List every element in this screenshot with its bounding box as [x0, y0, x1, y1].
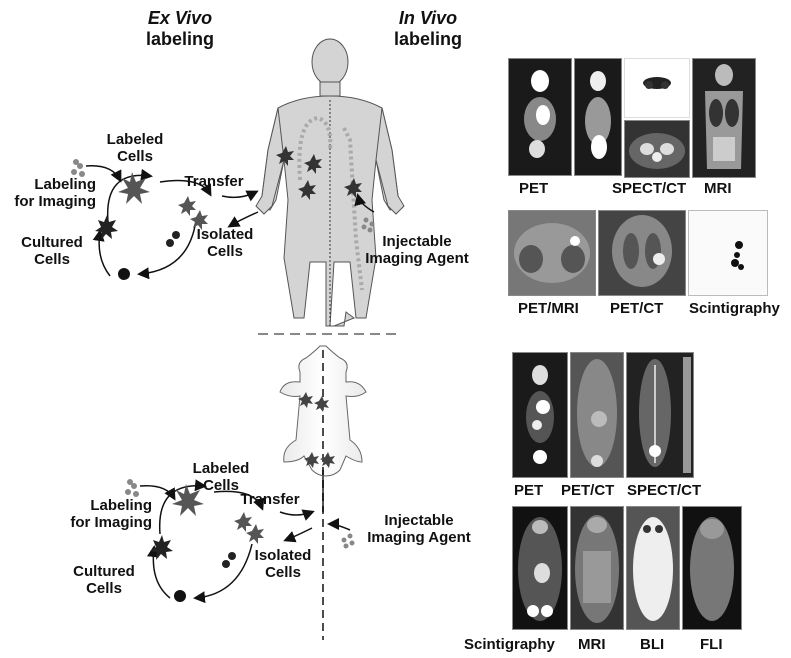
human-body-cells: [276, 146, 362, 200]
human-labeled-cells-label: Labeled Cells: [100, 131, 170, 165]
human-caption-scintigraphy: Scintigraphy: [689, 300, 780, 317]
human-isolated-line2: Cells: [207, 243, 243, 260]
mouse-body-cells: [298, 392, 335, 468]
in-vivo-header-subtitle: labeling: [393, 29, 462, 49]
human-cultured-line2: Cells: [34, 251, 70, 268]
mouse-caption-mri: MRI: [578, 636, 606, 653]
human-isolated-cells-label: Isolated Cells: [190, 226, 260, 260]
mouse-cultured-line1: Cultured: [73, 563, 135, 580]
human-isolated-line1: Isolated: [196, 226, 254, 243]
human-mri-image: [692, 58, 756, 178]
mouse-labeling-line2: for Imaging: [70, 514, 152, 531]
mouse-caption-spect-ct: SPECT/CT: [627, 482, 702, 499]
mouse-scintigraphy-image: [512, 506, 568, 630]
mouse-bli-image: [626, 506, 680, 630]
cell-trajectory-left: [297, 115, 333, 181]
human-cycle-arrows: [85, 165, 375, 280]
human-ct-image: [624, 120, 690, 178]
mouse-transfer-label: Transfer: [234, 491, 306, 508]
mouse-caption-bli: BLI: [640, 636, 665, 653]
human-caption-mri: MRI: [704, 180, 732, 197]
human-cultured-cells-label: Cultured Cells: [10, 234, 94, 268]
human-labeled-cells-line2: Cells: [117, 148, 153, 165]
mouse-caption-scintigraphy: Scintigraphy: [464, 636, 555, 653]
human-transfer-text: Transfer: [184, 173, 244, 190]
mouse-labeling-line1: Labeling: [90, 497, 152, 514]
cultured-cell-blob-icon: [118, 268, 130, 280]
mouse-injectable-line1: Injectable: [384, 512, 454, 529]
mouse-cultured-line2: Cells: [86, 580, 122, 597]
ex-vivo-header-subtitle: labeling: [145, 29, 214, 49]
mouse-labeling-for-imaging-label: Labeling for Imaging: [58, 497, 152, 531]
human-labeled-cells-line1: Labeled: [106, 131, 164, 148]
mouse-injectable-label: Injectable Imaging Agent: [360, 512, 478, 546]
human-figure: [255, 38, 405, 327]
mouse-caption-fli: FLI: [700, 636, 723, 653]
mouse-isolated-line2: Cells: [265, 564, 301, 581]
in-vivo-header: In Vivo labeling: [358, 8, 498, 50]
mouse-cycle-cells: [125, 479, 355, 602]
cell-trajectory-right: [342, 127, 364, 291]
mouse-caption-pet: PET: [514, 482, 544, 499]
human-labeling-for-imaging-label: Labeling for Imaging: [2, 176, 96, 210]
mouse-pet-image: [512, 352, 568, 478]
ex-vivo-header-title: Ex Vivo: [147, 8, 213, 28]
mouse-isolated-line1: Isolated: [254, 547, 312, 564]
human-pet-ct-image: [598, 210, 686, 296]
labeled-cell-icon: [118, 172, 150, 204]
human-caption-pet-ct: PET/CT: [610, 300, 664, 317]
human-cultured-line1: Cultured: [21, 234, 83, 251]
human-caption-pet-mri: PET/MRI: [518, 300, 579, 317]
human-injectable-line2: Imaging Agent: [365, 250, 469, 267]
mouse-mri-image: [570, 506, 624, 630]
human-pet-image-1: [508, 58, 572, 176]
mouse-transfer-text: Transfer: [240, 491, 300, 508]
mouse-injectable-line2: Imaging Agent: [367, 529, 471, 546]
human-pet-image-2: [574, 58, 622, 176]
human-transfer-label: Transfer: [178, 173, 250, 190]
human-cycle-cells: [71, 159, 375, 280]
mouse-labeled-line2: Cells: [203, 477, 239, 494]
human-injectable-line1: Injectable: [382, 233, 452, 250]
mouse-fli-image: [682, 506, 742, 630]
ex-vivo-header: Ex Vivo labeling: [110, 8, 250, 50]
human-labeling-line2: for Imaging: [14, 193, 96, 210]
human-scintigraphy-image: [688, 210, 768, 296]
mouse-labeled-cells-label: Labeled Cells: [186, 460, 256, 494]
mouse-caption-pet-ct: PET/CT: [561, 482, 615, 499]
human-spect-image: [624, 58, 690, 118]
mouse-cycle-arrows: [139, 479, 351, 604]
mouse-cultured-cells-label: Cultured Cells: [62, 563, 146, 597]
in-vivo-header-title: In Vivo: [398, 8, 458, 28]
mouse-isolated-cells-label: Isolated Cells: [248, 547, 318, 581]
human-caption-spect-ct: SPECT/CT: [612, 180, 687, 197]
human-pet-mri-image: [508, 210, 596, 296]
mouse-spect-ct-image: [626, 352, 694, 478]
cultured-cell-star-icon: [95, 215, 118, 240]
human-caption-pet: PET: [519, 180, 549, 197]
human-labeling-line1: Labeling: [34, 176, 96, 193]
human-injectable-label: Injectable Imaging Agent: [362, 233, 472, 267]
mouse-pet-ct-image: [570, 352, 624, 478]
mouse-labeled-line1: Labeled: [192, 460, 250, 477]
